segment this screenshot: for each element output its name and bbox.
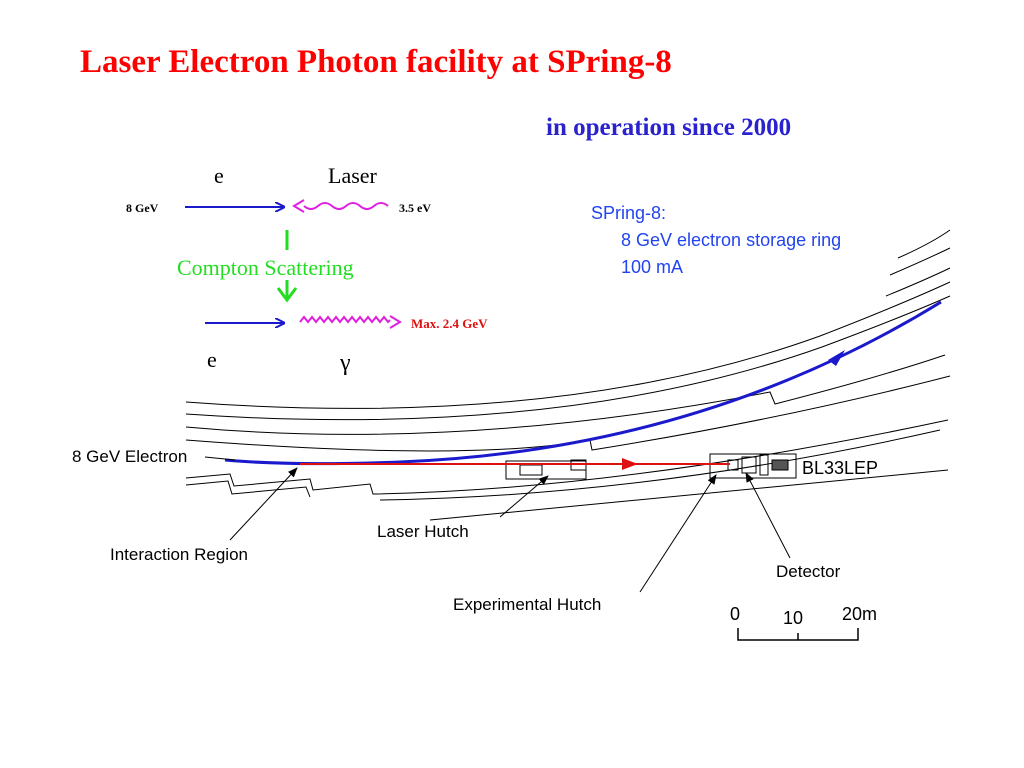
laser-hutch-label: Laser Hutch	[377, 522, 469, 541]
inset-laser-energy: 3.5 eV	[399, 201, 431, 215]
spring8-info: SPring-8: 8 GeV electron storage ring 10…	[591, 203, 841, 277]
detector-part-2	[741, 456, 757, 474]
inset-laser-label: Laser	[328, 163, 378, 188]
scale-bar-line	[737, 628, 859, 641]
photon-wave	[299, 315, 391, 324]
spring8-current: 100 mA	[621, 257, 683, 277]
spring8-ring-spec: 8 GeV electron storage ring	[621, 230, 841, 250]
experimental-hutch-label: Experimental Hutch	[453, 595, 601, 614]
detector-part-4	[771, 459, 789, 471]
compton-inset: e Laser 8 GeV 3.5 eV Compton Scattering …	[126, 163, 488, 376]
inset-electron-label: e	[214, 163, 224, 188]
photon-beam-arrow-icon	[622, 458, 638, 470]
inset-electron-energy: 8 GeV	[126, 201, 159, 215]
scattered-electron-label: e	[207, 347, 217, 372]
beamline-label: BL33LEP	[802, 458, 878, 478]
electron-direction-arrow-icon	[828, 350, 845, 366]
interaction-region-label: Interaction Region	[110, 545, 248, 564]
scale-bar: 0 10 20m	[730, 604, 877, 641]
scale-tick-20: 20m	[842, 604, 877, 624]
photon-gamma-label: γ	[339, 350, 351, 376]
electron-beam-label: 8 GeV Electron	[72, 447, 187, 466]
detector-pointer	[745, 472, 791, 559]
interaction-region-pointer	[229, 467, 298, 541]
scale-tick-10: 10	[783, 608, 803, 628]
compton-down-arrow-icon	[276, 287, 298, 303]
compton-scattering-label: Compton Scattering	[177, 255, 354, 280]
spring8-name: SPring-8:	[591, 203, 666, 223]
electron-orbit	[224, 300, 942, 466]
laser-hutch-inner	[519, 464, 543, 476]
photon-energy-label: Max. 2.4 GeV	[411, 316, 488, 331]
photon-arrowhead	[389, 315, 402, 329]
slide-subtitle: in operation since 2000	[546, 114, 792, 141]
laser-wave	[303, 202, 389, 210]
slide-title: Laser Electron Photon facility at SPring…	[80, 44, 672, 80]
experimental-hutch-pointer	[639, 474, 717, 593]
detector-label: Detector	[776, 562, 841, 581]
detector-part-3	[759, 454, 769, 476]
electron-label-leader	[204, 456, 236, 461]
laser-hutch-pointer	[499, 475, 549, 518]
scale-tick-0: 0	[730, 604, 740, 624]
laser-arrowhead	[292, 199, 305, 213]
